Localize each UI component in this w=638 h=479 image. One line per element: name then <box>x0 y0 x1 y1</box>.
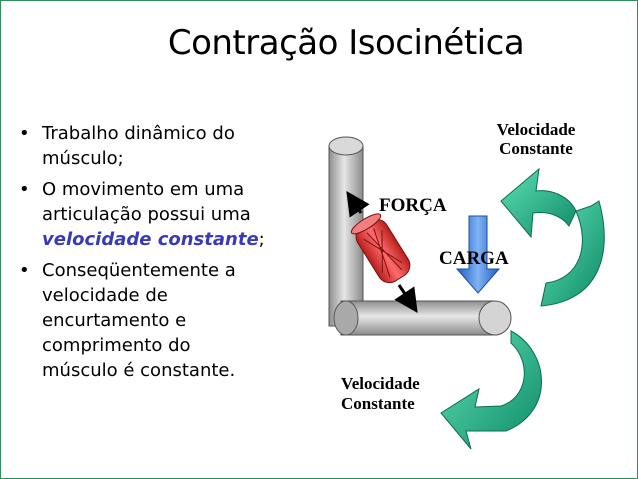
velocity-arrow-top <box>500 167 605 307</box>
force-arrow-down <box>394 284 418 313</box>
force-label: FORÇA <box>379 195 447 216</box>
velocity-top-label-line1: Velocidade <box>497 120 576 139</box>
bullet-dot: • <box>19 179 30 200</box>
bullet-dot: • <box>19 260 30 281</box>
bullet-text-2-emphasis: velocidade constante <box>42 229 259 250</box>
bullet-text-2-suffix: ; <box>258 229 265 250</box>
velocity-top-label-line2: Constante <box>499 139 573 158</box>
bullet-item-1: • Trabalho dinâmico do músculo; <box>19 121 269 171</box>
muscle <box>350 213 411 284</box>
bullet-dot: • <box>19 123 30 144</box>
lower-bone <box>333 300 512 336</box>
bullet-text-1: Trabalho dinâmico do músculo; <box>42 123 235 169</box>
velocity-arrow-bottom <box>440 330 542 450</box>
bullet-item-3: • Conseqüentemente a velocidade de encur… <box>19 258 269 383</box>
velocity-bottom-label-line1: Velocidade <box>341 374 420 393</box>
slide-title: Contração Isocinética <box>167 23 525 63</box>
bullet-text-2-prefix: O movimento em uma articulação possui um… <box>42 179 251 225</box>
bullet-text-3: Conseqüentemente a velocidade de encurta… <box>42 260 236 381</box>
load-arrow <box>455 215 501 294</box>
bullet-item-2: • O movimento em uma articulação possui … <box>19 177 269 252</box>
force-arrow-up <box>346 191 370 218</box>
load-label: CARGA <box>439 248 509 269</box>
bullet-list: • Trabalho dinâmico do músculo; • O movi… <box>19 121 269 389</box>
velocity-bottom-label-line2: Constante <box>341 394 415 413</box>
